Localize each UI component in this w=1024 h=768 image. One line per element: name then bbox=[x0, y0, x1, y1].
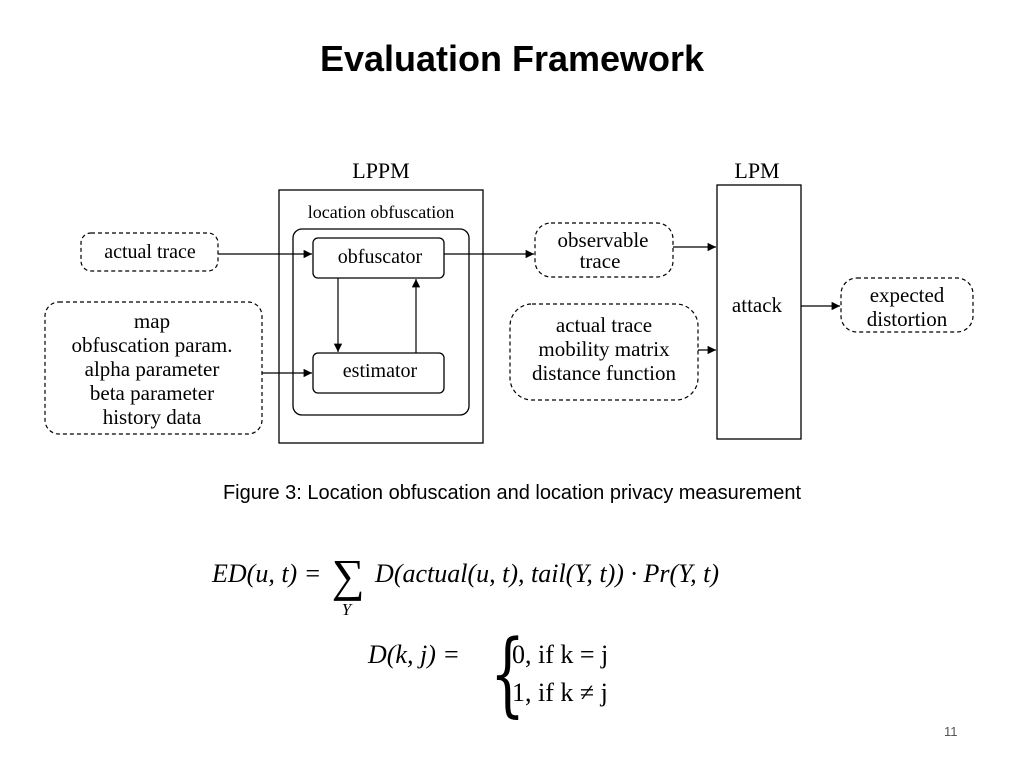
actual-trace-input-box bbox=[80, 232, 219, 272]
ed-lhs: ED(u, t) = bbox=[212, 558, 322, 588]
knowledge-distance-function: distance function bbox=[532, 361, 677, 385]
expected-distortion-line2: distortion bbox=[867, 307, 948, 331]
expected-distortion-line1: expected bbox=[870, 283, 945, 307]
observable-trace-line1: observable bbox=[558, 228, 649, 252]
framework-diagram: LPPM location obfuscation obfuscator est… bbox=[44, 158, 974, 444]
adversary-knowledge-box bbox=[509, 303, 699, 401]
knowledge-mobility-matrix: mobility matrix bbox=[538, 337, 670, 361]
location-obfuscation-label: location obfuscation bbox=[308, 202, 454, 222]
attack-label: attack bbox=[732, 293, 783, 317]
sum-subscript: Y bbox=[341, 600, 352, 619]
cases-brace: { bbox=[490, 620, 526, 727]
knowledge-actual-trace: actual trace bbox=[556, 313, 652, 337]
obfuscator-label: obfuscator bbox=[338, 246, 423, 268]
obfuscator-box bbox=[312, 237, 445, 279]
lpm-label: LPM bbox=[734, 158, 779, 183]
lppm-label: LPPM bbox=[352, 158, 409, 183]
expected-distortion-box bbox=[840, 277, 974, 333]
lppm-box bbox=[278, 189, 484, 444]
slide-title: Evaluation Framework bbox=[319, 38, 705, 79]
estimator-label: estimator bbox=[343, 360, 418, 382]
parameters-box bbox=[44, 301, 263, 435]
observable-trace-line2: trace bbox=[580, 249, 621, 273]
estimator-box bbox=[312, 352, 445, 394]
case-equal: 0, if k = j bbox=[512, 640, 609, 669]
input-beta-parameter: beta parameter bbox=[90, 381, 214, 405]
location-obfuscation-box bbox=[292, 228, 470, 416]
input-alpha-parameter: alpha parameter bbox=[85, 357, 220, 381]
lpm-box bbox=[716, 184, 802, 440]
page-number: 11 bbox=[944, 724, 958, 739]
sum-operator: ∑ Y bbox=[331, 550, 365, 620]
input-obfuscation-param: obfuscation param. bbox=[72, 333, 233, 357]
ed-rhs: D(actual(u, t), tail(Y, t)) · Pr(Y, t) bbox=[375, 558, 720, 588]
expected-distortion-equation: ED(u, t) = ∑ Y D(actual(u, t), tail(Y, t… bbox=[212, 550, 720, 620]
input-history-data: history data bbox=[103, 405, 202, 429]
case-not-equal: 1, if k ≠ j bbox=[512, 678, 608, 707]
observable-trace-box bbox=[534, 222, 674, 278]
actual-trace-input-label: actual trace bbox=[104, 241, 196, 263]
figure-caption: Figure 3: Location obfuscation and locat… bbox=[222, 482, 802, 504]
input-map: map bbox=[134, 309, 170, 333]
distance-lhs: D(k, j) = bbox=[368, 640, 460, 669]
